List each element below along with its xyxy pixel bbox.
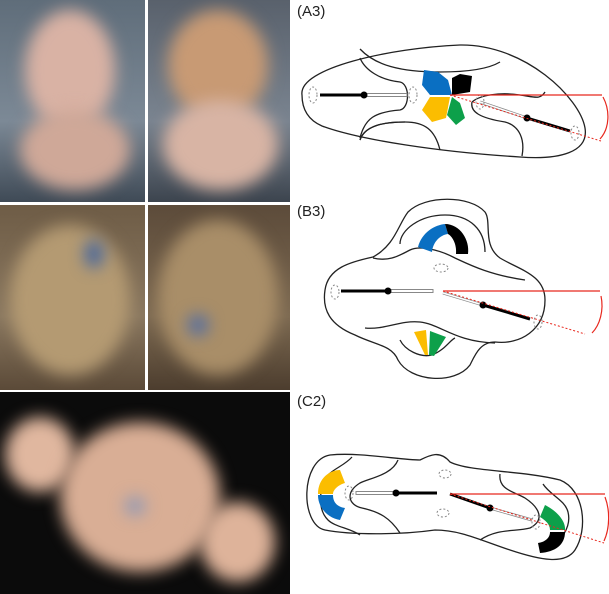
photo-b-back bbox=[148, 205, 290, 390]
body-outline bbox=[323, 198, 546, 379]
black-sector bbox=[445, 224, 469, 254]
photo-c bbox=[0, 392, 290, 594]
photo-b-front bbox=[0, 205, 145, 390]
yellow-sector bbox=[422, 97, 450, 122]
blue-sector bbox=[418, 224, 448, 252]
body-outline bbox=[301, 44, 586, 159]
body-outline bbox=[306, 453, 584, 561]
green-sector bbox=[429, 331, 446, 356]
blue-sector bbox=[422, 70, 452, 95]
panel-label-c2: (C2) bbox=[297, 393, 327, 410]
joint bbox=[392, 489, 400, 497]
rod-right bbox=[482, 303, 531, 321]
panel-label-a3: (A3) bbox=[297, 3, 326, 20]
diagram-c2 bbox=[306, 453, 609, 561]
angle-arc bbox=[591, 295, 603, 334]
rod-right bbox=[449, 492, 491, 510]
photo-a-back bbox=[148, 0, 290, 202]
green-sector bbox=[447, 97, 465, 125]
diagram-a3 bbox=[301, 44, 609, 159]
angle-arc bbox=[603, 496, 609, 542]
green-sector bbox=[540, 505, 566, 530]
photo-a-front bbox=[0, 0, 145, 202]
panel-label-b3: (B3) bbox=[297, 203, 326, 220]
black-sector bbox=[538, 532, 565, 553]
joint bbox=[360, 91, 368, 99]
blue-sector bbox=[318, 495, 345, 520]
yellow-sector bbox=[318, 470, 345, 494]
rod-right bbox=[526, 116, 571, 133]
yellow-sector bbox=[414, 330, 428, 355]
joint bbox=[384, 287, 392, 295]
angle-arc bbox=[599, 96, 609, 140]
diagram-b3 bbox=[323, 198, 603, 379]
black-sector bbox=[452, 74, 472, 95]
